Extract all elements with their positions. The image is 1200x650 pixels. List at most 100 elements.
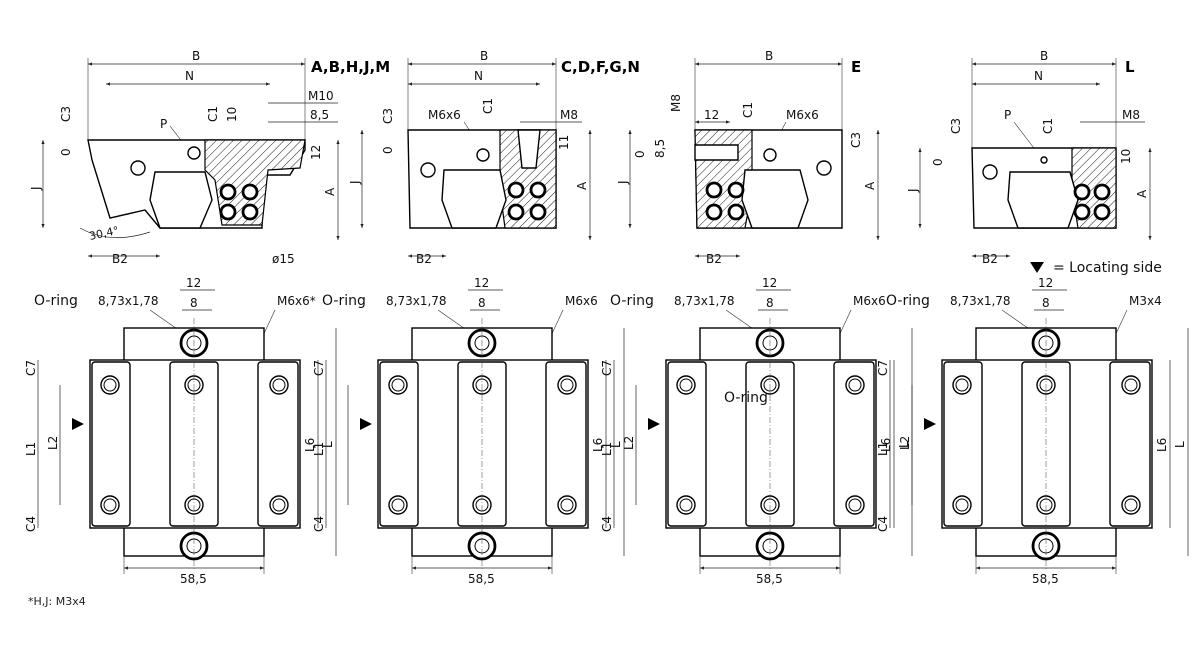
v1-dim-0: 0 [59,148,73,156]
plan-width: 58,5 [1032,572,1059,586]
v3-port-icon [763,148,777,162]
plan-thread: M3x4 [1129,294,1162,308]
plan-locating-side-icon [648,418,660,430]
plan-rail-strip [833,361,875,527]
v2-dim-M8: M8 [560,108,578,122]
plan-oring-size: 8,73x1,78 [674,294,735,308]
v1-dim-85: 8,5 [310,108,329,122]
v3-dim-B: B [765,49,773,63]
plan-dim-12: 12 [762,276,777,290]
v2-dim-A: A [575,181,589,190]
plan-dim-C4: C4 [600,516,614,532]
variant-1-title: A,B,H,J,M [311,58,390,76]
v1-dim-J: J [29,186,43,191]
plan-dim-L6: L6 [303,438,317,452]
variant-4-title: L [1125,58,1135,76]
plan-dim-C7: C7 [312,360,326,376]
plan-oring-size: 8,73x1,78 [386,294,447,308]
variant-3-section: E B M8 12 M6x6 C1 C3 0 8,5 J A B2 [616,49,880,266]
v3-dim-C1: C1 [741,102,755,118]
plan-dim-C7: C7 [876,360,890,376]
plan-dim-C7: C7 [24,360,38,376]
v4-dim-B: B [1040,49,1048,63]
variant-1-section: A,B,H,J,M B N M10 8,5 C3 0 P C1 10 J [29,49,390,266]
plan-dim-8: 8 [766,296,774,310]
plan-width: 58,5 [756,572,783,586]
plan-rail-strip [1109,361,1151,527]
v1-dim-B: B [192,49,200,63]
plan-rail-strip [91,361,131,527]
v4-ball-icon [1093,203,1111,221]
plan-dim-L2: L2 [622,436,636,450]
v1-hatched-section [204,139,306,226]
plan-dim-8: 8 [478,296,486,310]
plan-rail-strip [257,361,299,527]
plan-dim-L6: L6 [591,438,605,452]
v3-ball-icon [705,181,723,199]
plan-thread: M6x6* [277,294,316,308]
v1-dim-15: ø15 [272,252,295,266]
plan-dim-C4: C4 [312,516,326,532]
locating-side-text: = Locating side [1053,260,1162,276]
v3-thread-bore [694,144,739,161]
v4-dim-C3: C3 [949,118,963,134]
v2-dim-M6: M6x6 [428,108,461,122]
v4-dim-M8: M8 [1122,108,1140,122]
plan-dim-L: L [1173,441,1187,448]
plan-inner-oring: O-ring [724,390,768,406]
v2-ball-icon [507,181,525,199]
plan-dim-L1: L1 [24,442,38,456]
plan-dim-L6: L6 [1155,438,1169,452]
v2-dim-B: B [480,49,488,63]
plan-dim-12: 12 [1038,276,1053,290]
v3-dim-M6: M6x6 [786,108,819,122]
v1-dim-P: P [160,117,167,131]
v1-dim-C3: C3 [59,106,73,122]
plan-rail-strip [379,361,419,527]
v4-dim-J: J [906,188,920,193]
v3-dim-B2: B2 [706,252,722,266]
v2-ball-icon [507,203,525,221]
plan-dim-8: 8 [190,296,198,310]
v4-dim-10: 10 [1119,149,1133,164]
v3-ball-icon [727,203,745,221]
v1-port-icon [187,146,201,160]
v3-ball-icon [705,203,723,221]
v2-dim-11: 11 [557,135,571,150]
plan-dim-8: 8 [1042,296,1050,310]
plan-dim-L2: L2 [898,436,912,450]
v1-ball-icon [219,203,237,221]
v3-rail [741,169,809,229]
plan-dim-12: 12 [186,276,201,290]
v4-dim-P: P [1004,108,1011,122]
v1-dim-10: 10 [225,107,239,122]
plan-thread: M6x6 [853,294,886,308]
v3-ball-icon [727,181,745,199]
v3-screw-icon [816,160,832,176]
v1-dim-N: N [185,69,194,83]
plan-oring-size: 8,73x1,78 [950,294,1011,308]
plan-rail-strip [943,361,983,527]
v4-dim-0: 0 [931,158,945,166]
variant-2-section: C,D,F,G,N B N M6x6 C3 0 C1 M8 11 J A B2 [348,49,640,266]
variant-3-title: E [851,58,861,76]
v2-ball-icon [529,203,547,221]
v3-dim-85: 8,5 [653,139,667,158]
v2-ball-icon [529,181,547,199]
v2-dim-N: N [474,69,483,83]
locating-side-icon [1030,262,1044,273]
v4-dim-B2: B2 [982,252,998,266]
v2-port-icon [476,148,490,162]
plan-dim-12: 12 [474,276,489,290]
v4-ball-icon [1073,183,1091,201]
v2-rail [441,169,507,229]
v3-dim-C3: C3 [849,132,863,148]
v3-dim-A: A [863,181,877,190]
v3-dim-0: 0 [633,150,647,158]
v4-ball-icon [1093,183,1111,201]
v1-screw-icon [130,160,146,176]
